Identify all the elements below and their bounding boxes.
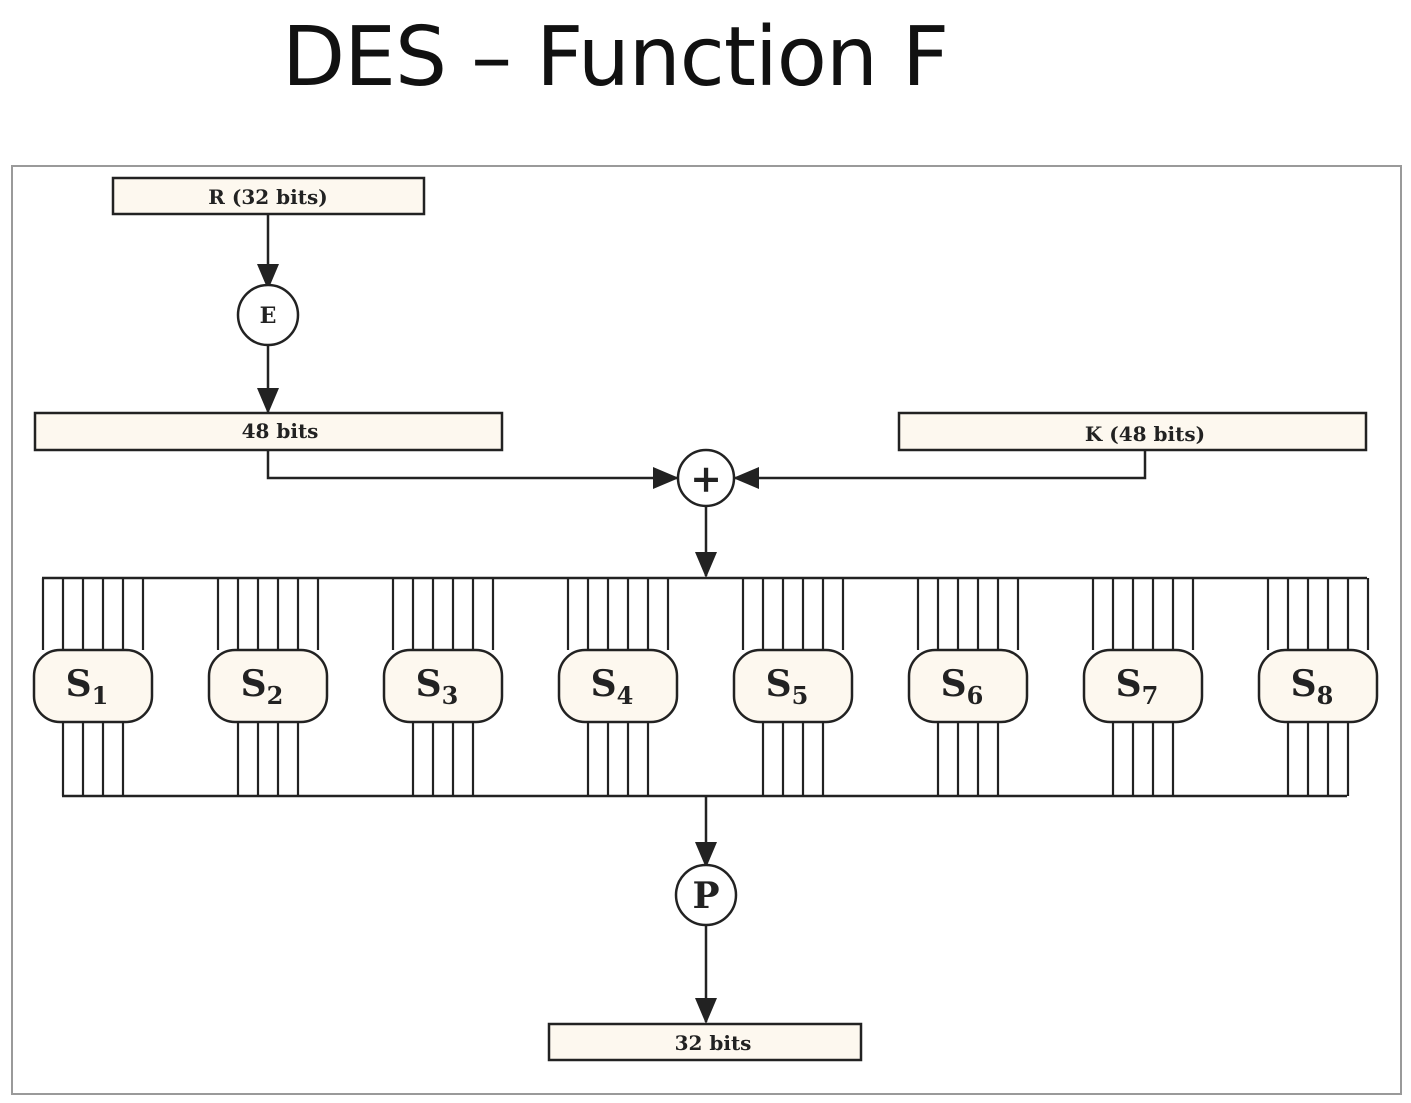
sbox-1: S1	[32, 578, 154, 796]
sbox-shape	[907, 648, 1029, 724]
sbox-shape	[1082, 648, 1204, 724]
sbox-3: S3	[382, 578, 504, 796]
expanded-48bits-box: 48 bits	[33, 411, 504, 452]
key-label: K (48 bits)	[1085, 422, 1205, 446]
sbox-label: S7	[1116, 663, 1159, 710]
sbox-label: S1	[66, 663, 109, 710]
sbox-label: S4	[591, 663, 634, 710]
expansion-label: E	[260, 303, 277, 329]
output-32bits-box: 32 bits	[547, 1022, 863, 1062]
key-box: K (48 bits)	[897, 411, 1368, 452]
permutation-label: P	[692, 875, 719, 917]
sbox-8: S8	[1257, 578, 1379, 796]
sbox-row: S1 S2 S3 S4 S5 S6 S7 S8	[32, 578, 1379, 796]
sbox-label: S3	[416, 663, 459, 710]
sbox-label: S6	[941, 663, 984, 710]
sbox-label: S8	[1291, 663, 1334, 710]
input-r-label: R (32 bits)	[208, 185, 327, 209]
sbox-label: S5	[766, 663, 809, 710]
arrow-48bits-to-xor	[266, 450, 679, 489]
sbox-2: S2	[207, 578, 329, 796]
sbox-shape	[207, 648, 329, 724]
sbox-6: S6	[907, 578, 1029, 796]
slide-title: DES – Function F	[282, 10, 949, 105]
input-r-box: R (32 bits)	[111, 176, 426, 216]
expanded-label: 48 bits	[242, 419, 319, 443]
sbox-5: S5	[732, 578, 854, 796]
sbox-4: S4	[557, 578, 679, 796]
sbox-shape	[32, 648, 154, 724]
sbox-shape	[382, 648, 504, 724]
sbox-7: S7	[1082, 578, 1204, 796]
arrow-key-to-xor	[733, 450, 1147, 489]
xor-label: +	[690, 456, 722, 501]
sbox-label: S2	[241, 663, 284, 710]
sbox-shape	[557, 648, 679, 724]
sbox-shape	[732, 648, 854, 724]
expansion-node: E	[236, 283, 300, 347]
sbox-shape	[1257, 648, 1379, 724]
permutation-node: P	[674, 863, 738, 927]
xor-node: +	[676, 448, 736, 508]
output-label: 32 bits	[675, 1031, 752, 1055]
